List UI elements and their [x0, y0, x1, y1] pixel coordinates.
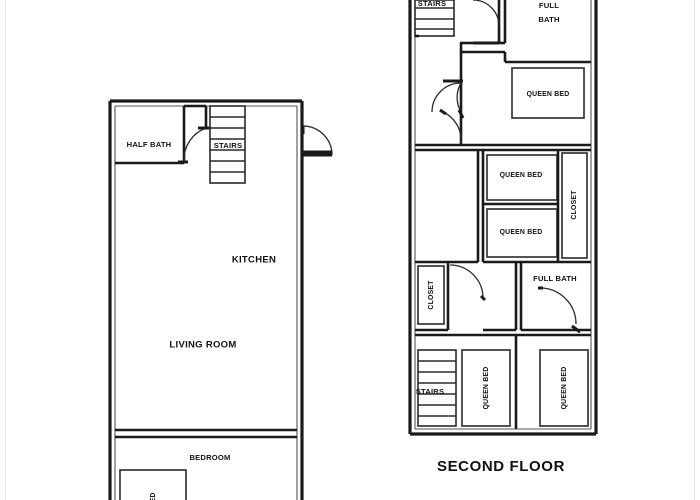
living-room-label: LIVING ROOM: [169, 340, 236, 351]
kitchen-label: KITCHEN: [232, 255, 276, 266]
first-floor-stairs-label: STAIRS: [214, 141, 242, 150]
second-floor-top-bath-door: [460, 0, 500, 45]
second-floor-top-stairs-label: STAIRS: [418, 0, 446, 8]
second-floor-lower-middle-band: [415, 260, 591, 334]
queen-bed-top-label: QUEEN BED: [527, 91, 570, 98]
second-floor-top-band: [414, 0, 507, 62]
second-floor-title: SECOND FLOOR: [437, 458, 565, 475]
second-floor-outer-walls: [408, 0, 598, 436]
queen-bed-bottom-left-label: QUEEN BED: [483, 367, 490, 410]
first-floor-bed-label: BED: [150, 492, 157, 500]
queen-bed-mid-upper-label: QUEEN BED: [500, 172, 543, 179]
half-bath-door: [178, 126, 210, 164]
top-full-bath-label-line2: BATH: [538, 15, 559, 24]
bedroom-label: BEDROOM: [189, 453, 230, 462]
first-floor-entry-door: [301, 125, 333, 157]
sheet-right-border: [694, 0, 695, 500]
queen-bed-bottom-right-label: QUEEN BED: [561, 367, 568, 410]
left-closet-door: [449, 264, 487, 302]
upper-bedroom-door: [431, 79, 465, 119]
upper-hall-door: [439, 108, 462, 144]
first-floor-plan: HALF BATH STAIRS KITCHEN LIVING ROOM BED…: [108, 99, 333, 500]
top-full-bath-label-line1: FULL: [539, 1, 559, 10]
half-bath-label: HALF BATH: [127, 140, 172, 149]
first-floor-stairs: [209, 105, 246, 184]
living-room-bedroom-divider: [115, 428, 297, 439]
second-floor-plan: STAIRS FULL BATH QUEEN BED QUEEN BED QUE…: [408, 0, 598, 475]
second-floor-middle-band: [415, 143, 591, 262]
first-floor-bed: [119, 469, 187, 500]
queen-bed-mid-lower-label: QUEEN BED: [500, 229, 543, 236]
full-bath-mid-label: FULL BATH: [533, 274, 577, 283]
half-bath-room: [115, 104, 208, 165]
sheet-left-border: [5, 0, 6, 500]
second-floor-bottom-stairs-label: STAIRS: [416, 387, 444, 396]
closet-left-label: CLOSET: [428, 280, 435, 310]
second-floor-bottom-band: [415, 333, 591, 429]
second-floor-upper-bedroom: [431, 52, 591, 145]
first-floor-outer-walls: [108, 99, 304, 500]
full-bath-door: [538, 286, 581, 334]
closet-right-label: CLOSET: [571, 190, 578, 220]
